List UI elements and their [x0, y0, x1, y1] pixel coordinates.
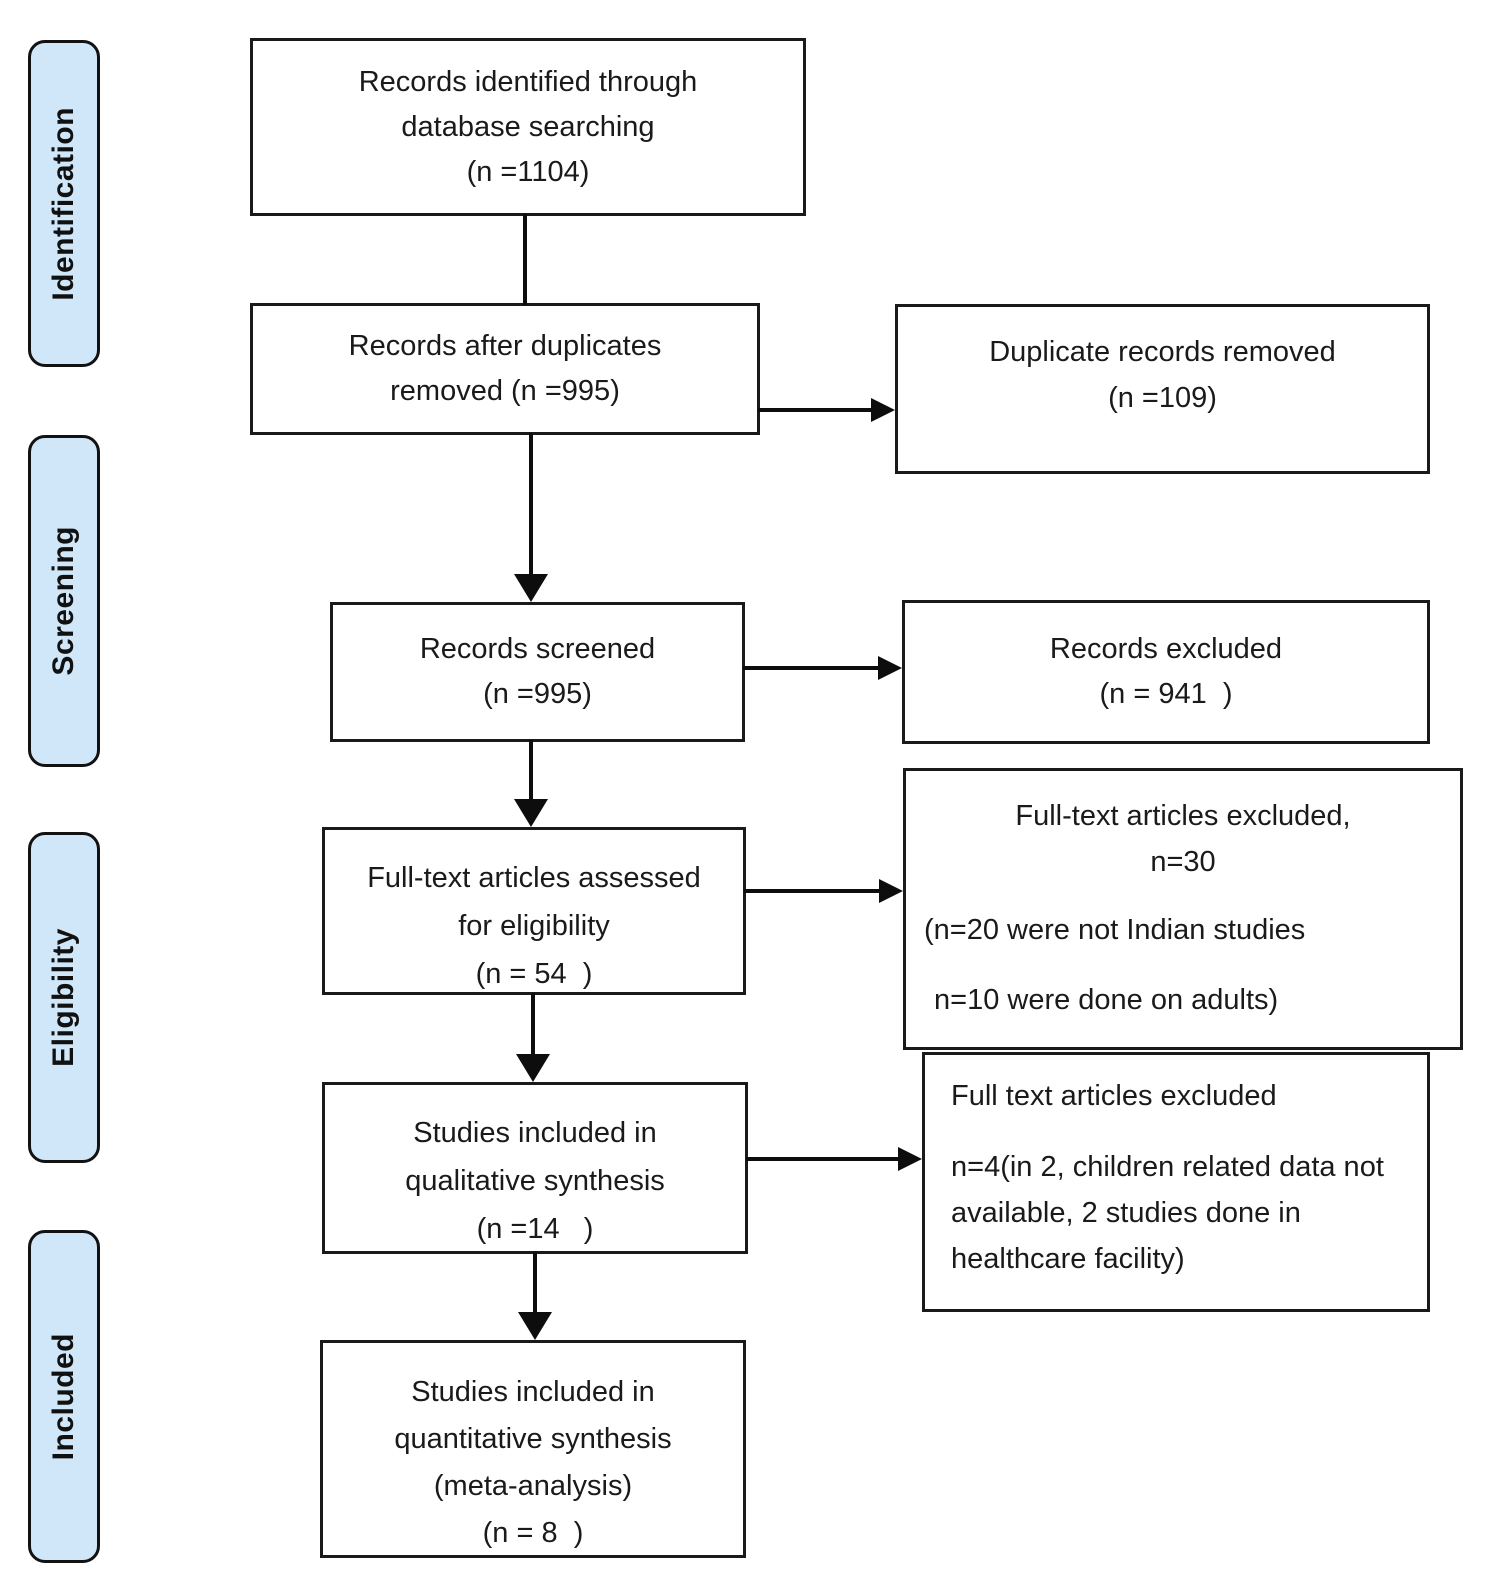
stage-included-label: Included	[47, 1332, 80, 1461]
box-records-screened-count: (n =995)	[483, 678, 592, 710]
stage-eligibility: Eligibility	[28, 832, 100, 1163]
box-records-excluded-count: (n = 941 )	[1099, 678, 1233, 710]
arrow-to-fulltext-excluded-4-head	[898, 1147, 922, 1171]
box-fulltext-excluded-30-count: n=30	[1150, 846, 1216, 878]
box-after-duplicates-line2: removed (n =995)	[390, 375, 620, 407]
connector-identified-to-afterduplicates	[523, 214, 527, 305]
box-fulltext-excluded-30: Full-text articles excluded, n=30 (n=20 …	[903, 768, 1463, 1050]
arrow-screened-to-fulltext-line	[529, 740, 533, 802]
box-records-excluded-line1: Records excluded	[1049, 633, 1283, 665]
box-quantitative-line1: Studies included in	[411, 1376, 655, 1408]
arrow-fulltext-to-qualitative-line	[531, 993, 535, 1057]
arrow-screened-to-fulltext-head	[514, 799, 548, 827]
box-records-identified-line1: Records identified through	[358, 65, 698, 98]
box-fulltext-excluded-30-line1: Full-text articles excluded,	[1015, 800, 1351, 832]
stage-screening: Screening	[28, 435, 100, 767]
box-fulltext-assessed-line1: Full-text articles assessed	[367, 862, 701, 894]
box-fulltext-assessed: Full-text articles assessed for eligibil…	[322, 827, 746, 995]
arrow-to-records-excluded-head	[878, 656, 902, 680]
box-records-identified: Records identified through database sear…	[250, 38, 806, 216]
arrow-to-records-excluded-line	[743, 666, 880, 670]
box-qualitative-line2: qualitative synthesis	[405, 1165, 665, 1197]
arrow-qualitative-to-quantitative-head	[518, 1312, 552, 1340]
box-fulltext-assessed-count: (n = 54 )	[475, 958, 593, 990]
box-records-screened-line1: Records screened	[419, 633, 656, 665]
box-duplicates-removed-count: (n =109)	[1108, 382, 1217, 414]
arrow-to-fulltext-excluded-30-head	[879, 879, 903, 903]
box-fulltext-excluded-4-body: n=4(in 2, children related data not avai…	[951, 1151, 1384, 1275]
box-fulltext-excluded-4: Full text articles excluded n=4(in 2, ch…	[922, 1052, 1430, 1312]
box-quantitative-line3: (meta-analysis)	[433, 1470, 633, 1502]
arrow-afterduplicates-to-screened-line	[529, 433, 533, 578]
arrow-afterduplicates-to-screened-head	[514, 574, 548, 602]
box-quantitative-synthesis: Studies included in quantitative synthes…	[320, 1340, 746, 1558]
box-fulltext-excluded-4-title: Full text articles excluded	[951, 1080, 1277, 1112]
arrow-to-duplicates-removed-head	[871, 398, 895, 422]
box-quantitative-count: (n = 8 )	[482, 1517, 584, 1549]
box-records-identified-line2: database searching	[401, 110, 655, 143]
box-quantitative-line2: quantitative synthesis	[394, 1423, 672, 1455]
box-qualitative-line1: Studies included in	[413, 1117, 657, 1149]
box-qualitative-count: (n =14 )	[476, 1213, 594, 1245]
stage-eligibility-label: Eligibility	[47, 928, 80, 1067]
arrow-to-fulltext-excluded-4-line	[746, 1157, 900, 1161]
stage-screening-label: Screening	[47, 526, 80, 676]
arrow-to-duplicates-removed-line	[758, 408, 873, 412]
arrow-fulltext-to-qualitative-head	[516, 1054, 550, 1082]
box-fulltext-excluded-30-reason1: (n=20 were not Indian studies	[924, 914, 1306, 946]
arrow-qualitative-to-quantitative-line	[533, 1252, 537, 1315]
box-fulltext-assessed-line2: for eligibility	[458, 910, 610, 942]
box-records-excluded: Records excluded (n = 941 )	[902, 600, 1430, 744]
stage-included: Included	[28, 1230, 100, 1563]
box-records-identified-count: (n =1104)	[466, 155, 590, 188]
stage-identification: Identification	[28, 40, 100, 367]
stage-identification-label: Identification	[47, 106, 80, 301]
box-after-duplicates: Records after duplicates removed (n =995…	[250, 303, 760, 435]
arrow-to-fulltext-excluded-30-line	[744, 889, 881, 893]
box-duplicates-removed: Duplicate records removed (n =109)	[895, 304, 1430, 474]
box-qualitative-synthesis: Studies included in qualitative synthesi…	[322, 1082, 748, 1254]
box-records-screened: Records screened (n =995)	[330, 602, 745, 742]
box-fulltext-excluded-30-reason2: n=10 were done on adults)	[934, 984, 1279, 1016]
box-after-duplicates-line1: Records after duplicates	[348, 330, 662, 362]
box-duplicates-removed-line1: Duplicate records removed	[989, 336, 1336, 368]
